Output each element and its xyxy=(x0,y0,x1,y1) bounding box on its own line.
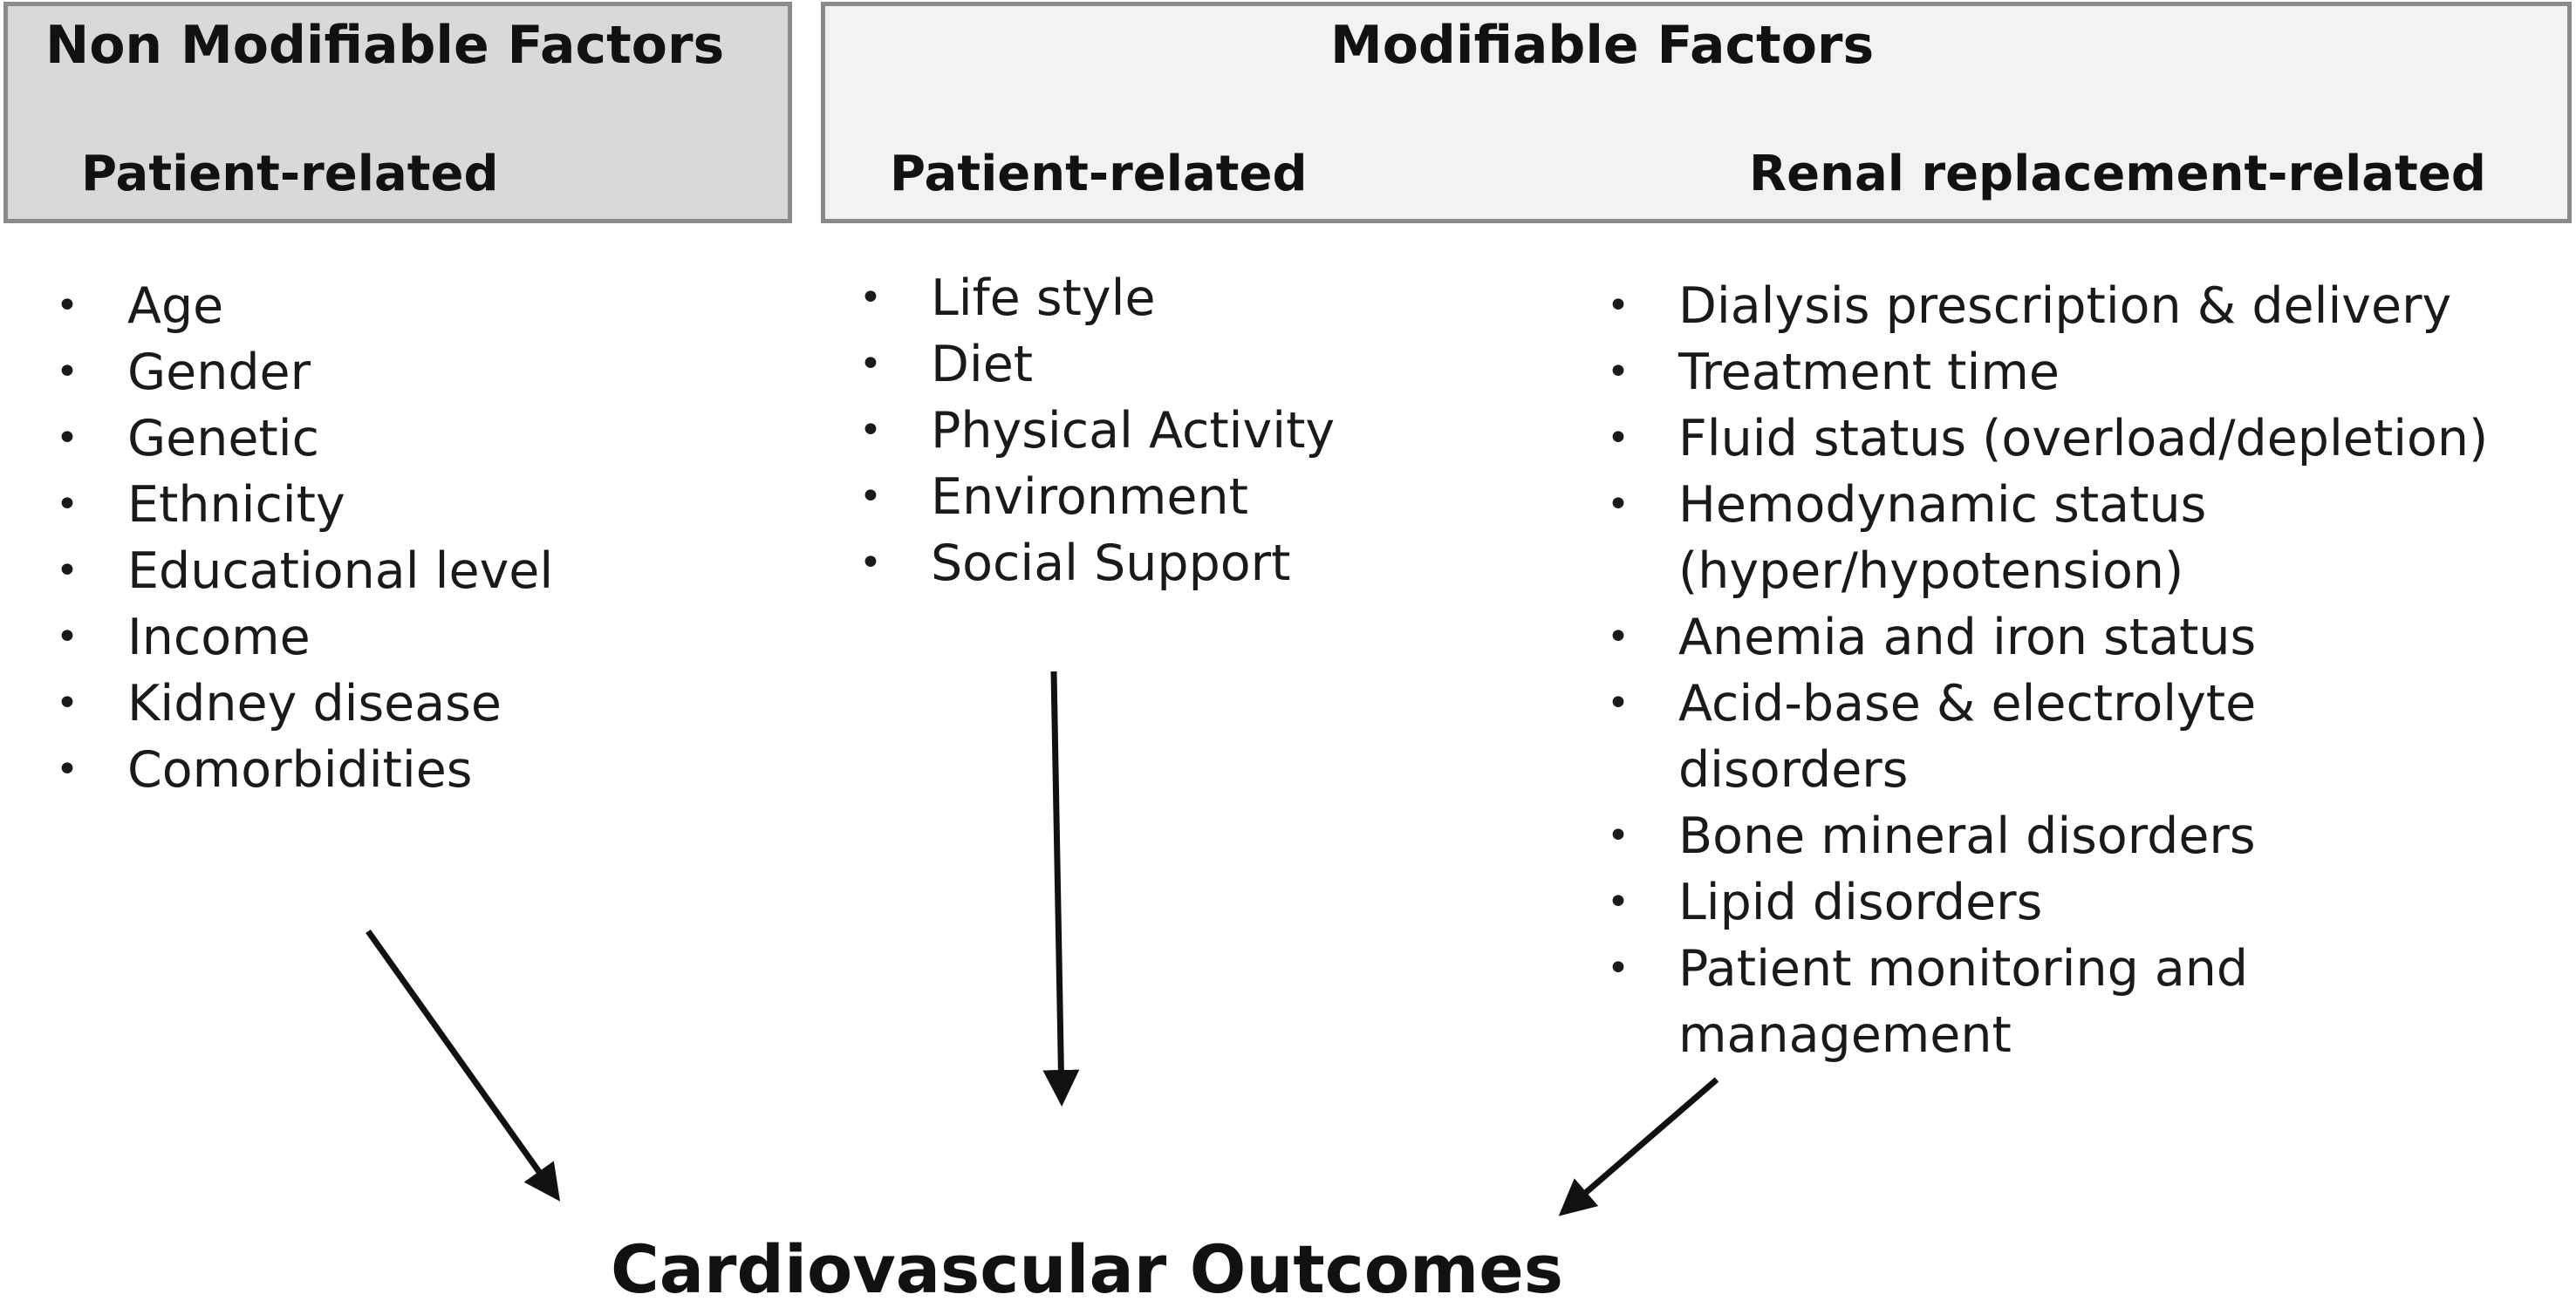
bullet-icon: • xyxy=(1607,482,1630,527)
factor-label: Dialysis prescription & delivery xyxy=(1678,277,2452,335)
bullet-icon: • xyxy=(859,541,882,585)
modifiable-patient-factor-list: • Life style • Diet • Physical Activity • En… xyxy=(858,265,1573,596)
factor-label: Diet xyxy=(931,336,1034,393)
factor-item: • Diet xyxy=(858,331,1573,398)
factor-item: • Hemodynamic status (hyper/hypotension) xyxy=(1605,472,2324,604)
factor-label: Comorbidities xyxy=(127,741,473,799)
factor-label: Anemia and iron status xyxy=(1678,609,2257,666)
factor-label: Bone mineral disorders xyxy=(1678,807,2256,865)
bullet-icon: • xyxy=(1607,283,1630,328)
non-modifiable-patient-subtitle: Patient-related xyxy=(81,146,499,202)
arrow-non-modifiable-to-outcome xyxy=(366,929,561,1202)
factor-label: Educational level xyxy=(127,542,554,600)
factor-label: Genetic xyxy=(127,410,319,467)
factor-label: Ethnicity xyxy=(127,476,345,534)
bullet-icon: • xyxy=(56,283,79,328)
bullet-icon: • xyxy=(56,416,79,460)
factor-item: • Anemia and iron status xyxy=(1605,604,2573,671)
modifiable-patient-subtitle: Patient-related xyxy=(890,146,1308,202)
factor-item: • Physical Activity xyxy=(858,398,1573,464)
bullet-icon: • xyxy=(1607,946,1630,991)
bullet-icon: • xyxy=(56,482,79,527)
bullet-icon: • xyxy=(1607,681,1630,726)
bullet-icon: • xyxy=(1607,814,1630,858)
factor-label: Gender xyxy=(127,344,311,401)
non-modifiable-factor-list: • Age • Gender • Genetic • Ethnicity • Educat… xyxy=(54,273,769,803)
factor-label: Income xyxy=(127,609,311,666)
factor-item: • Lipid disorders xyxy=(1605,869,2573,936)
factor-label: Life style xyxy=(931,269,1156,327)
bullet-icon: • xyxy=(56,548,79,593)
modifiable-renal-subtitle: Renal replacement-related xyxy=(1749,146,2486,202)
modifiable-renal-factor-list: • Dialysis prescription & delivery • Treat… xyxy=(1605,273,2573,1068)
factor-label: Environment xyxy=(931,468,1248,526)
modifiable-factors-box xyxy=(821,2,2572,223)
factor-item: • Educational level xyxy=(54,538,769,604)
factor-item: • Treatment time xyxy=(1605,339,2573,405)
factor-item: • Environment xyxy=(858,464,1573,530)
factor-item: • Bone mineral disorders xyxy=(1605,803,2573,869)
arrow-renal-to-outcome xyxy=(1558,1077,1719,1216)
factor-label: Social Support xyxy=(931,535,1291,592)
factor-label: Hemodynamic status (hyper/hypotension) xyxy=(1678,476,2207,600)
factor-label: Treatment time xyxy=(1678,344,2060,401)
non-modifiable-factors-box xyxy=(3,2,792,223)
factor-item: • Ethnicity xyxy=(54,472,769,538)
factor-item: • Acid-base & electrolyte disorders xyxy=(1605,671,2368,803)
factor-item: • Kidney disease xyxy=(54,671,769,737)
non-modifiable-title: Non Modifiable Factors xyxy=(45,15,725,76)
arrow-patient-to-outcome xyxy=(1042,671,1080,1107)
bullet-icon: • xyxy=(1607,615,1630,659)
bullet-icon: • xyxy=(1607,416,1630,460)
factor-item: • Fluid status (overload/depletion) xyxy=(1605,405,2573,472)
factor-item: • Age xyxy=(54,273,769,339)
bullet-icon: • xyxy=(56,747,79,792)
modifiable-title: Modifiable Factors xyxy=(1330,15,1875,76)
outcome-title: Cardiovascular Outcomes xyxy=(611,1230,1563,1308)
factor-label: Fluid status (overload/depletion) xyxy=(1678,410,2489,467)
factor-label: Acid-base & electrolyte disorders xyxy=(1678,675,2257,799)
factor-label: Age xyxy=(127,277,224,335)
factor-item: • Gender xyxy=(54,339,769,405)
bullet-icon: • xyxy=(859,276,882,320)
factor-item: • Comorbidities xyxy=(54,737,769,803)
factor-item: • Genetic xyxy=(54,405,769,472)
factor-item: • Life style xyxy=(858,265,1573,331)
factor-item: • Dialysis prescription & delivery xyxy=(1605,273,2573,339)
bullet-icon: • xyxy=(859,408,882,453)
bullet-icon: • xyxy=(56,681,79,726)
bullet-icon: • xyxy=(1607,350,1630,394)
factor-label: Physical Activity xyxy=(931,402,1336,460)
factor-label: Lipid disorders xyxy=(1678,874,2043,931)
bullet-icon: • xyxy=(56,350,79,394)
bullet-icon: • xyxy=(56,615,79,659)
bullet-icon: • xyxy=(859,342,882,386)
factor-label: Kidney disease xyxy=(127,675,502,732)
factor-item: • Social Support xyxy=(858,530,1573,596)
factor-item: • Income xyxy=(54,604,769,671)
bullet-icon: • xyxy=(859,474,882,519)
factor-item: • Patient monitoring and management xyxy=(1605,936,2359,1068)
bullet-icon: • xyxy=(1607,880,1630,924)
factor-label: Patient monitoring and management xyxy=(1678,940,2249,1064)
